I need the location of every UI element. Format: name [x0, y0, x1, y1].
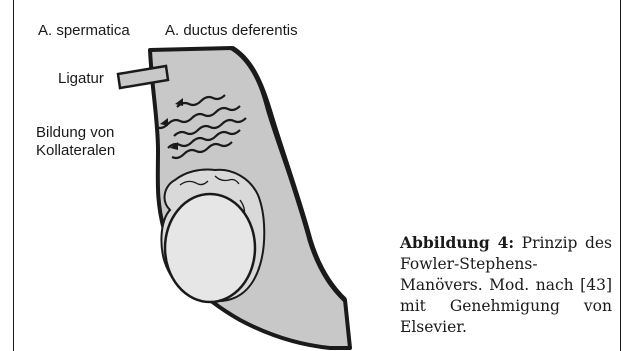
label-artery-spermatica: A. spermatica	[38, 22, 130, 40]
label-artery-ductus: A. ductus deferentis	[165, 22, 298, 40]
testis	[165, 194, 255, 302]
figure-caption: Abbildung 4: Prinzip des Fowler-Stephens…	[400, 232, 612, 338]
caption-label: Abbildung 4:	[400, 233, 514, 252]
label-collaterals-line2: Kollateralen	[36, 142, 115, 160]
label-ligature: Ligatur	[58, 70, 104, 88]
label-collaterals-line1: Bildung von	[36, 124, 114, 142]
